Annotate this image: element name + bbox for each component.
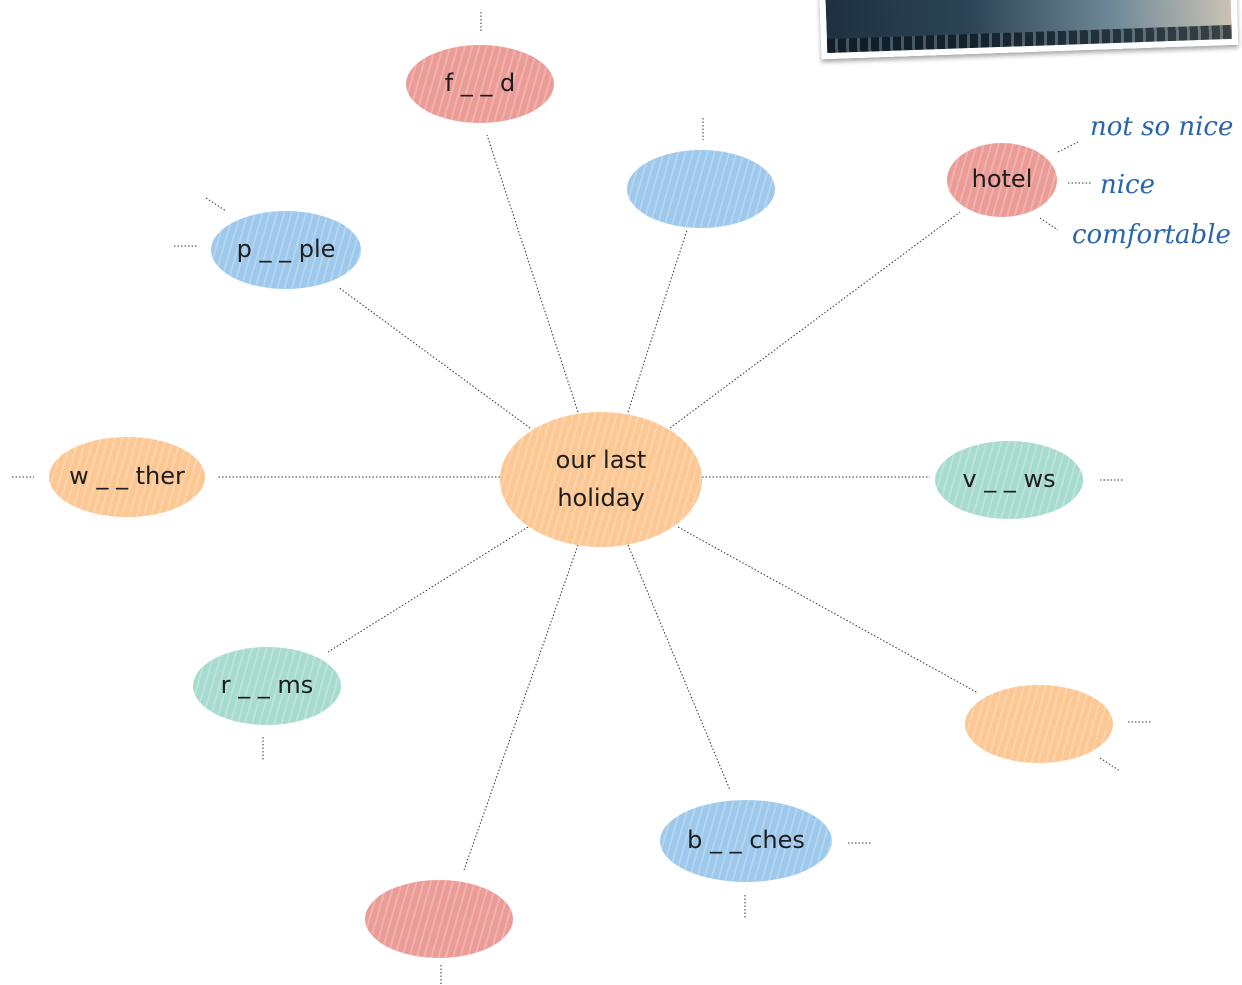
node-food-label: f _ _ d bbox=[444, 69, 516, 98]
node-views: v _ _ ws bbox=[935, 441, 1083, 519]
center-label: our last holiday bbox=[555, 446, 647, 512]
node-rooms-label: r _ _ ms bbox=[220, 671, 314, 700]
node-weather: w _ _ ther bbox=[49, 437, 205, 517]
stub-people-1 bbox=[205, 197, 227, 212]
center-node: our last holiday bbox=[500, 412, 702, 547]
node-people: p _ _ ple bbox=[211, 211, 361, 289]
spoke-people bbox=[337, 286, 531, 429]
stub-hotel-3 bbox=[1039, 217, 1059, 231]
spoke-rooms bbox=[327, 526, 529, 653]
spoke-hotel bbox=[669, 211, 961, 429]
hotel-word-comfortable: comfortable bbox=[1072, 220, 1231, 250]
node-food: f _ _ d bbox=[406, 45, 554, 123]
stub-blank-right-2 bbox=[1099, 757, 1121, 772]
spoke-blank-right bbox=[677, 526, 979, 694]
node-hotel: hotel bbox=[947, 143, 1057, 217]
node-hotel-label: hotel bbox=[971, 165, 1033, 194]
node-beaches-label: b _ _ ches bbox=[687, 826, 805, 855]
spoke-blank-top bbox=[627, 229, 688, 413]
node-rooms: r _ _ ms bbox=[193, 647, 341, 725]
node-people-label: p _ _ ple bbox=[236, 235, 336, 264]
hotel-word-not-so-nice: not so nice bbox=[1090, 112, 1234, 142]
node-beaches: b _ _ ches bbox=[660, 800, 832, 882]
node-views-label: v _ _ ws bbox=[962, 465, 1056, 494]
spoke-beaches bbox=[627, 544, 731, 791]
node-blank-bottom bbox=[365, 880, 513, 958]
spoke-food bbox=[486, 134, 579, 413]
node-weather-label: w _ _ ther bbox=[69, 462, 185, 491]
node-blank-top bbox=[627, 150, 775, 228]
stub-hotel-1 bbox=[1057, 141, 1079, 153]
spoke-blank-bottom bbox=[463, 544, 579, 871]
hotel-word-nice: nice bbox=[1100, 170, 1156, 200]
node-blank-right bbox=[965, 685, 1113, 763]
